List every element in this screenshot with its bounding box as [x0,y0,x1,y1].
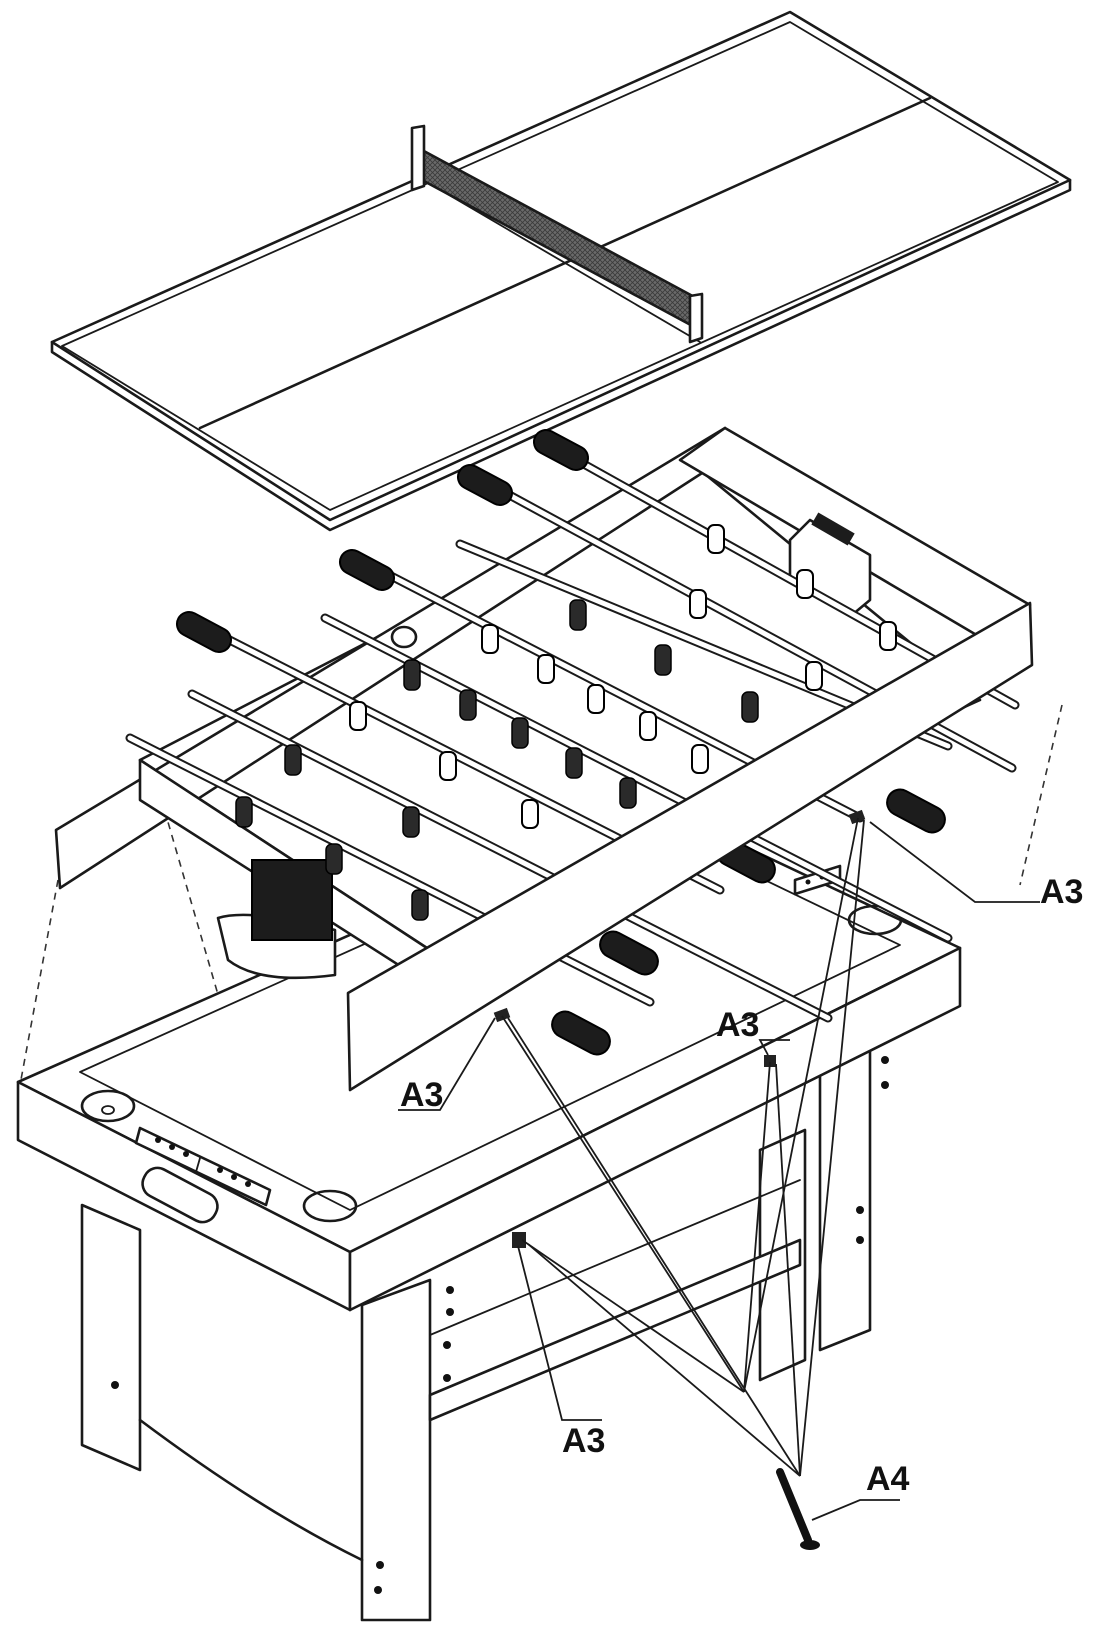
leader-lines [398,817,1040,1521]
foosball-side-wall [346,601,1034,1092]
cup-holder-icon [80,904,903,1223]
label-a4: A4 [866,1460,910,1498]
foosball-frame [54,426,1032,987]
label-a3-left: A3 [400,1076,443,1114]
label-a3-right: A3 [1040,873,1083,911]
guide-line [19,879,59,1086]
net-icon [410,124,704,344]
fasteners [493,809,866,1248]
label-a3-upper: A3 [716,1006,759,1044]
table-base [16,800,962,1622]
screw-icon [776,1468,820,1550]
label-a3-bottom: A3 [562,1422,605,1460]
guide-line [1019,704,1063,886]
foosball-players [235,524,897,921]
rod-handles [175,429,946,1056]
